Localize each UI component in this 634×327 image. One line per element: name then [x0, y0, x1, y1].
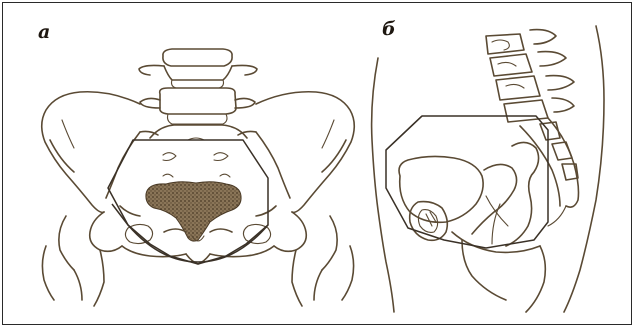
coccyx-tail — [548, 206, 566, 226]
pelvic-floor — [452, 232, 540, 252]
body-outline-front — [372, 58, 394, 312]
right-hip-joint — [210, 206, 354, 306]
lumbar-vertebra-lower — [140, 88, 255, 124]
sacrum — [140, 125, 256, 177]
gluteal-curve — [526, 246, 545, 312]
sacrum-inner-curve — [520, 126, 560, 206]
pelvic-cavity-frame — [386, 116, 548, 248]
lumbar-vertebra-upper — [139, 49, 257, 88]
sacrum-curve — [548, 118, 579, 207]
frontal-pelvis-view — [42, 49, 355, 306]
left-hip-joint — [42, 206, 186, 306]
bladder — [399, 156, 483, 222]
right-ilium — [256, 92, 354, 213]
spinous-processes — [530, 30, 574, 112]
rectum-stippled — [146, 182, 241, 241]
sagittal-pelvis-view — [372, 26, 604, 312]
pelvic-cavity-inner-line — [386, 116, 422, 150]
left-ilium — [42, 92, 140, 213]
body-outline-back — [564, 26, 604, 312]
